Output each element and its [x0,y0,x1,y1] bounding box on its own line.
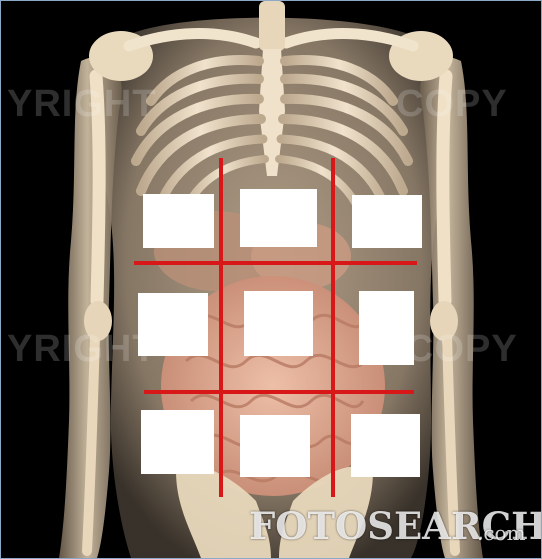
right-humerus [443,76,446,301]
label-box-left-lumbar[interactable] [359,291,414,365]
left-humerus [96,76,99,301]
label-box-left-iliac[interactable] [351,414,420,477]
label-box-hypogastric[interactable] [240,415,310,477]
label-box-right-iliac[interactable] [141,410,214,474]
label-box-left-hypochondriac[interactable] [352,195,422,248]
left-elbow [84,301,112,341]
label-box-right-lumbar[interactable] [138,293,208,356]
label-box-right-hypochondriac[interactable] [143,194,214,248]
brand-watermark-suffix: .com [477,521,526,545]
right-elbow [430,301,458,341]
cervical-spine [259,1,285,51]
label-box-umbilical[interactable] [244,291,313,356]
label-box-epigastric[interactable] [240,189,317,247]
